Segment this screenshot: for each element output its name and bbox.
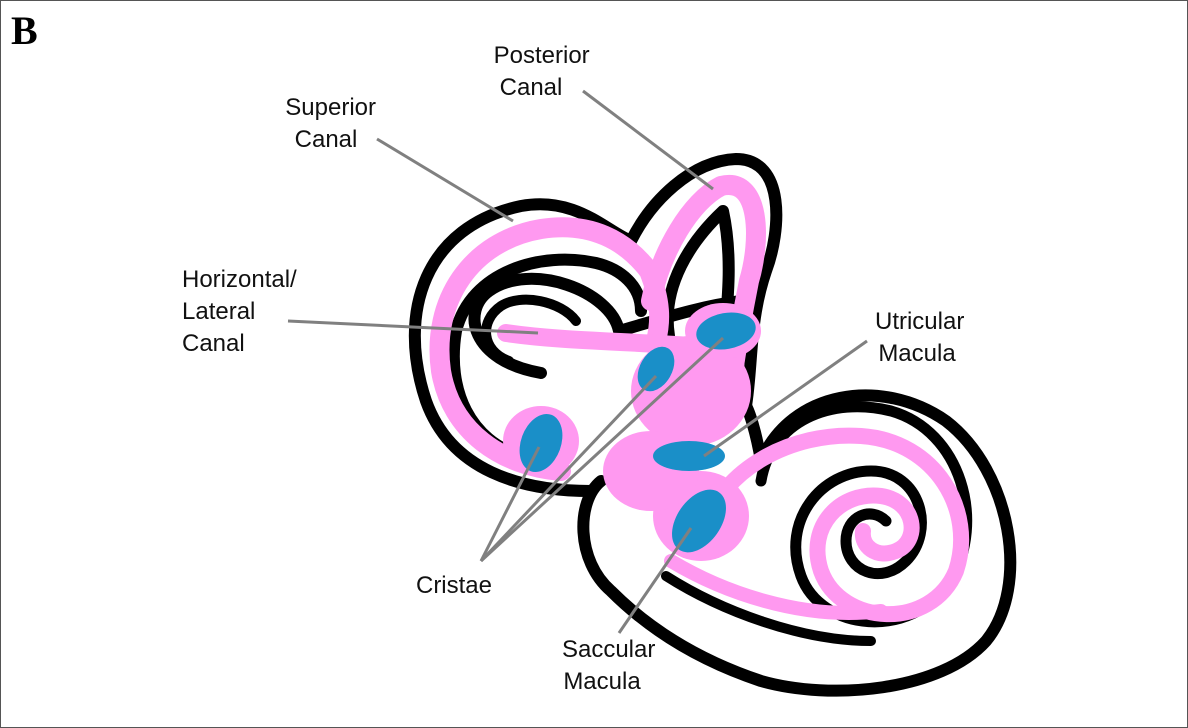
label-superior-canal: Superior Canal [285, 94, 382, 153]
label-posterior-canal: Posterior Canal [494, 42, 597, 101]
leader-lines [288, 91, 867, 633]
label-line: Superior [285, 94, 376, 121]
leader-posterior [583, 91, 713, 189]
label-line: Posterior [494, 42, 590, 69]
label-line: Lateral [182, 298, 255, 325]
label-line: Macula [878, 340, 956, 367]
label-line: Cristae [416, 572, 492, 599]
label-line: Canal [500, 74, 563, 101]
label-line: Macula [563, 668, 641, 695]
label-line: Canal [182, 330, 245, 357]
label-line: Horizontal/ [182, 266, 297, 293]
label-line: Canal [295, 126, 358, 153]
label-horizontal-canal: Horizontal/ Lateral Canal [182, 266, 303, 357]
label-line: Utricular [875, 308, 964, 335]
label-utricular-macula: Utricular Macula [875, 308, 971, 367]
label-saccular-macula: Saccular Macula [562, 636, 662, 695]
leader-superior [377, 139, 513, 221]
label-cristae: Cristae [416, 572, 492, 599]
utricular-macula [653, 441, 725, 471]
label-line: Saccular [562, 636, 655, 663]
